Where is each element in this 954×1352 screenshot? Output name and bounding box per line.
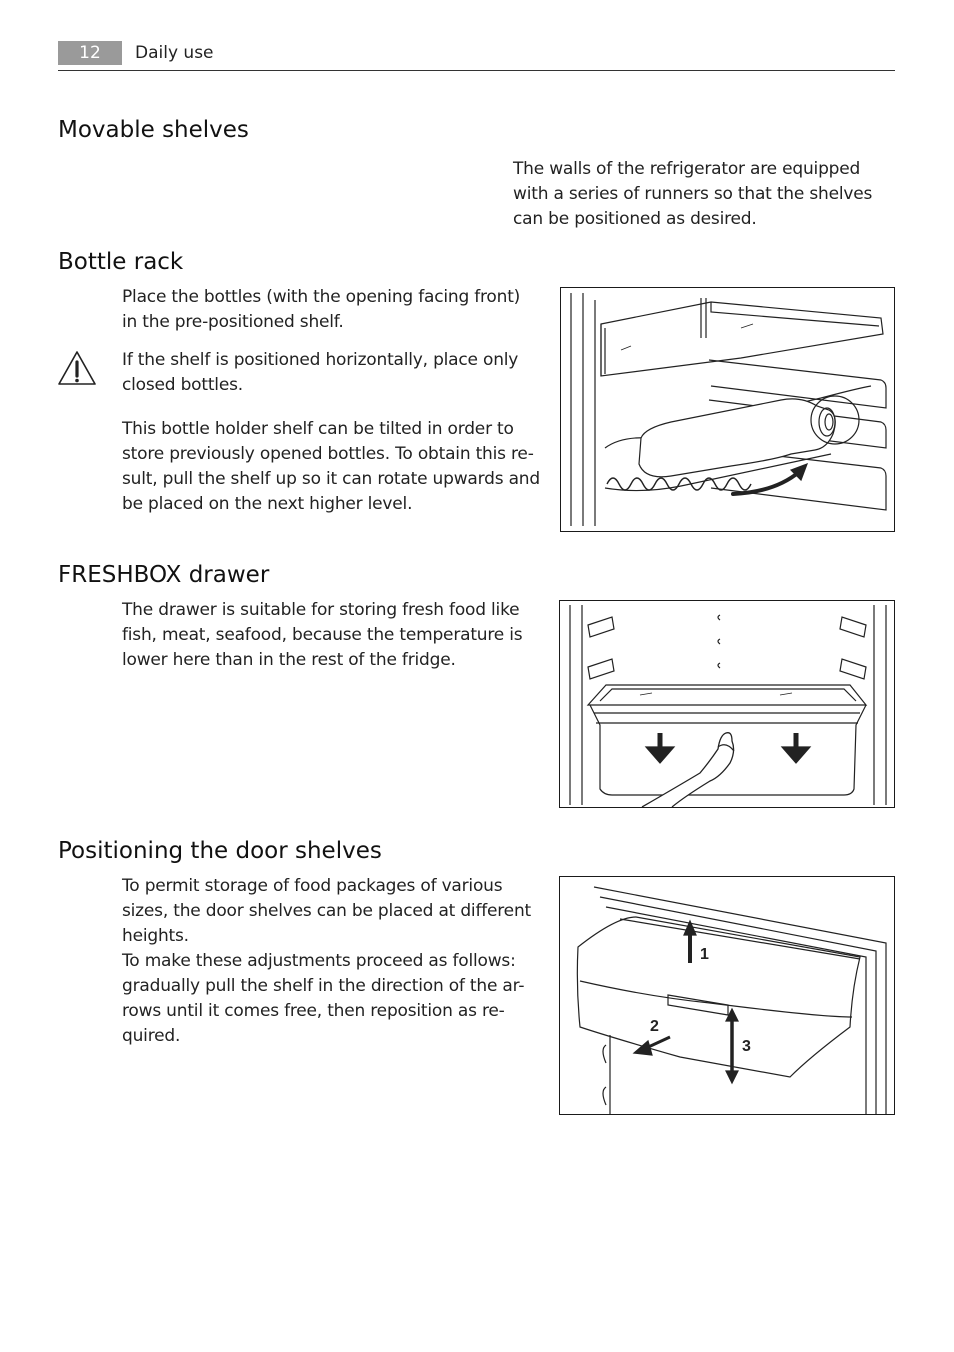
arrow-label-3: 3 xyxy=(742,1038,751,1055)
door-shelves-illustration: 1 2 3 xyxy=(559,876,895,1115)
door-shelves-heading: Positioning the door shelves xyxy=(58,838,382,864)
header-rule xyxy=(58,70,895,71)
movable-shelves-heading: Movable shelves xyxy=(58,117,249,143)
bottle-rack-illustration xyxy=(560,287,895,532)
bottle-rack-heading: Bottle rack xyxy=(58,249,184,275)
bottle-rack-text-2: This bottle holder shelf can be tilted i… xyxy=(122,419,540,514)
freshbox-heading: FRESHBOX drawer xyxy=(58,562,270,588)
warning-triangle-icon xyxy=(57,350,97,386)
bottle-rack-text-1: Place the bottles (with the opening faci… xyxy=(122,287,521,332)
freshbox-drawer-illustration xyxy=(559,600,895,808)
page-number: 12 xyxy=(58,41,122,65)
section-label: Daily use xyxy=(135,43,214,63)
freshbox-text: The drawer is suitable for storing fresh… xyxy=(122,600,523,670)
arrow-label-2: 2 xyxy=(650,1018,659,1035)
door-shelves-text-1: To permit storage of food packages of va… xyxy=(122,876,531,946)
door-shelves-text-2: To make these adjustments proceed as fol… xyxy=(122,951,525,1046)
movable-shelves-text: The walls of the refrigerator are equipp… xyxy=(513,159,873,229)
arrow-label-1: 1 xyxy=(700,946,709,963)
bottle-rack-warning: If the shelf is positioned horizontally,… xyxy=(122,350,519,395)
